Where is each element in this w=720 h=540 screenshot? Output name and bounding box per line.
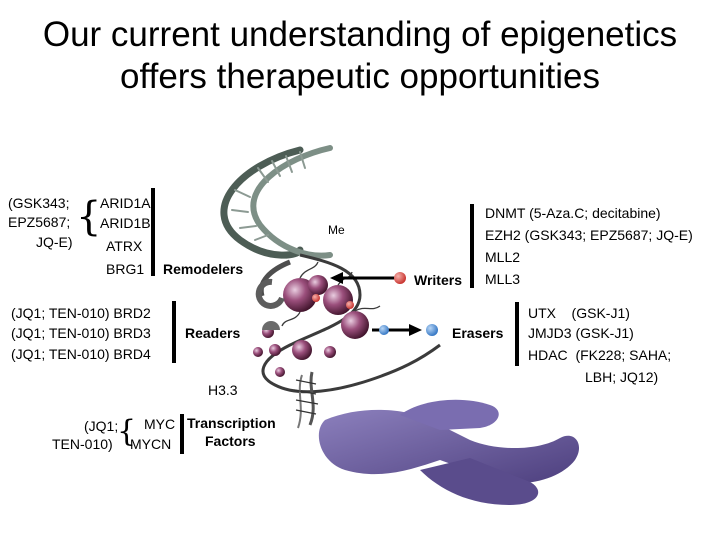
remodelers-bar <box>151 188 155 276</box>
tf-inhibitor-2: TEN-010) <box>52 436 113 452</box>
tf-mycn: MYCN <box>130 436 172 452</box>
slide-title-line1: Our current understanding of epigenetics <box>42 15 678 54</box>
eraser-utx: UTX (GSK-J1) <box>528 305 630 321</box>
remodeler-arid1a: ARID1A <box>100 195 151 211</box>
remodeler-brace: { <box>76 194 102 240</box>
writer-arrow <box>330 272 406 284</box>
readers-label: Readers <box>185 325 241 341</box>
remodelers-label: Remodelers <box>163 261 244 277</box>
remodeler-inhibitor-3: JQ-E) <box>36 234 73 250</box>
writers-bar <box>470 204 474 288</box>
writer-mll3: MLL3 <box>485 271 521 287</box>
tf-label-line1: Transcription <box>187 415 276 431</box>
histone-variant-label: H3.3 <box>208 382 238 398</box>
remodeler-brg1: BRG1 <box>106 261 145 277</box>
erasers-label: Erasers <box>452 325 504 341</box>
eraser-hdac-cont: LBH; JQ12) <box>585 369 659 385</box>
dna-strand-lower <box>293 371 319 429</box>
readers-bar <box>172 301 176 363</box>
slide-title-line2: offers therapeutic opportunities <box>120 57 600 96</box>
reader-icon <box>262 321 280 330</box>
remodeler-atrx: ATRX <box>106 238 143 254</box>
eraser-jmjd3: JMJD3 (GSK-J1) <box>528 325 634 341</box>
reader-brd3: (JQ1; TEN-010) BRD3 <box>11 325 151 341</box>
chromosome <box>318 399 580 505</box>
writers-label: Writers <box>414 272 462 288</box>
reader-brd4: (JQ1; TEN-010) BRD4 <box>11 346 151 362</box>
methyl-mark <box>312 294 320 302</box>
tf-brace: { <box>117 414 137 449</box>
dna-double-helix <box>220 145 333 259</box>
remodeler-c-icon <box>255 278 285 309</box>
remodeler-inhibitor-2: EPZ5687; <box>8 214 71 230</box>
tf-bar <box>180 414 184 454</box>
eraser-arrow <box>372 324 438 336</box>
methyl-mark <box>346 301 354 309</box>
writer-ezh2: EZH2 (GSK343; EPZ5687; JQ-E) <box>485 227 693 243</box>
tf-myc: MYC <box>144 416 176 432</box>
chromatin-fiber <box>261 253 441 394</box>
reader-brd2: (JQ1; TEN-010) BRD2 <box>11 305 151 321</box>
tf-inhibitor-1: (JQ1; <box>84 418 119 434</box>
writer-mll2: MLL2 <box>485 249 521 265</box>
tf-label-line2: Factors <box>205 433 256 449</box>
erasers-bar <box>515 302 519 366</box>
writer-dnmt: DNMT (5-Aza.C; decitabine) <box>485 205 661 221</box>
eraser-hdac: HDAC (FK228; SAHA; <box>528 347 672 363</box>
remodeler-inhibitor-1: (GSK343; <box>8 195 70 211</box>
histone-tails <box>281 261 381 327</box>
remodeler-arid1b: ARID1B <box>100 215 151 231</box>
methyl-label: Me <box>328 223 345 237</box>
